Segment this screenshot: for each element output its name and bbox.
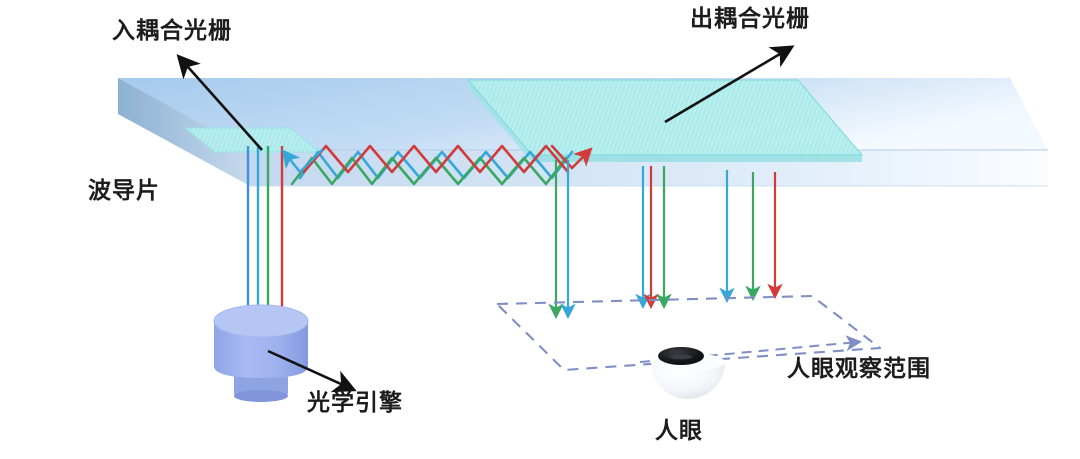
optical-engine-base-bottom xyxy=(234,390,288,402)
eye-sphere xyxy=(651,362,725,399)
out-coupled-rays xyxy=(548,160,783,320)
waveguide-left-edge-face xyxy=(118,78,250,186)
label-eyebox-range: 人眼观察范围 xyxy=(787,356,931,382)
tir-ray-green xyxy=(290,156,568,186)
label-waveguide-plate: 波导片 xyxy=(88,178,160,204)
out-coupling-grating-front-edge xyxy=(532,155,862,162)
out-coupling-grating-underside xyxy=(468,80,532,162)
eye-pupil-highlight xyxy=(670,354,692,360)
optical-engine-base xyxy=(234,372,288,396)
arrow-out-coupling-grating xyxy=(664,45,795,124)
eyebox-plane xyxy=(495,294,882,372)
out-coupling-grating[interactable] xyxy=(466,78,864,162)
optical-engine[interactable] xyxy=(213,304,309,402)
label-out-coupling-grating: 出耦合光栅 xyxy=(690,6,810,32)
optical-engine-top xyxy=(214,305,308,337)
optical-engine-top-inner xyxy=(213,304,309,338)
arrow-in-coupling-grating xyxy=(176,54,263,151)
out-coupling-grating-surface xyxy=(468,80,862,155)
label-optical-engine: 光学引擎 xyxy=(307,390,403,416)
tir-rays xyxy=(281,144,593,186)
engine-input-rays xyxy=(246,146,284,313)
tir-ray-red-exit xyxy=(550,144,593,170)
out-coupling-grating-outline xyxy=(466,79,864,156)
label-human-eye: 人眼 xyxy=(655,418,703,444)
tir-ray-red xyxy=(302,144,570,174)
tir-ray-cyan-left-tail xyxy=(281,148,324,174)
human-eye[interactable] xyxy=(651,347,725,399)
arrow-optical-engine xyxy=(267,349,357,393)
label-arrows xyxy=(176,45,795,393)
label-in-coupling-grating: 入耦合光栅 xyxy=(112,18,232,44)
